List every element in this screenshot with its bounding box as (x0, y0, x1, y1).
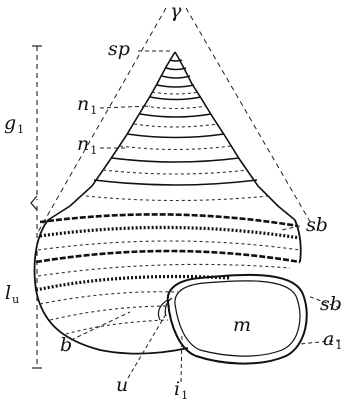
label-spire-height: g1 (4, 112, 25, 136)
label-aperture: m (233, 314, 252, 336)
label-inner-lip: i1 (174, 378, 189, 402)
label-spiral-band-lower: sb (320, 293, 342, 315)
label-suture-upper: n1 (77, 93, 98, 117)
label-apex-angle: γ (170, 0, 182, 22)
label-suture-lower: n1 (77, 133, 98, 157)
bracket-ticks (30, 45, 42, 369)
spire (47, 51, 296, 221)
body-cords (37, 240, 301, 335)
pointer-lines (70, 50, 341, 383)
label-base: b (60, 334, 73, 356)
label-aperture-lip: a1 (323, 328, 343, 352)
spiral-band-beaded (35, 225, 301, 292)
whorl-sutures (93, 59, 258, 186)
label-umbilicus: u (116, 374, 129, 396)
label-spire-tip: sp (108, 38, 130, 60)
spiral-bands (35, 213, 301, 264)
apex-angle-lines (37, 7, 317, 233)
label-spiral-band-upper: sb (306, 214, 328, 236)
spiral-cords (85, 91, 269, 202)
aperture (166, 273, 308, 365)
label-body-whorl-height: lu (5, 282, 20, 306)
body-whorl (33, 219, 302, 355)
